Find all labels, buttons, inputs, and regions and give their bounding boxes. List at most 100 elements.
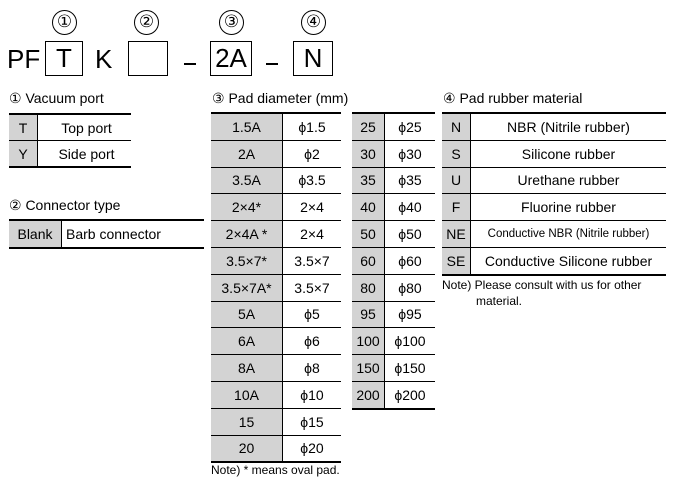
option-label: ϕ3.5 — [282, 166, 341, 194]
option-code: Y — [9, 140, 38, 167]
option-label: ϕ15 — [282, 407, 341, 436]
option-code: 95 — [352, 300, 385, 328]
option-code: 15 — [211, 407, 283, 436]
option-label: Conductive NBR (Nitrile rubber) — [470, 220, 666, 248]
option-label: Barb connector — [66, 226, 161, 242]
option-label: ϕ5 — [282, 300, 341, 328]
option-label: Side port — [37, 140, 131, 167]
option-code: 8A — [211, 354, 283, 382]
option-code: 100 — [352, 327, 385, 355]
option-code: 3.5×7A* — [211, 273, 283, 302]
table-row: Blank Barb connector — [9, 220, 204, 248]
option-code: 150 — [352, 354, 385, 382]
option-code: 20 — [211, 434, 283, 463]
option-label: ϕ30 — [384, 139, 435, 168]
option-code: 50 — [352, 220, 385, 248]
table-row: T Top port — [9, 113, 131, 141]
code-prefix: PF — [7, 44, 41, 74]
option-label: 3.5×7 — [282, 246, 341, 275]
oval-pad-note: Note) * means oval pad. — [211, 463, 340, 477]
option-label: Fluorine rubber — [470, 193, 666, 221]
option-label: Silicone rubber — [470, 139, 666, 168]
option-code: 25 — [352, 112, 385, 141]
vacuum-port-box: T — [45, 41, 83, 76]
option-label: ϕ35 — [384, 166, 435, 194]
option-code: Blank — [9, 220, 62, 248]
marker-2: ② — [134, 10, 159, 35]
option-label: ϕ8 — [282, 354, 341, 382]
option-code: 10A — [211, 380, 283, 409]
option-code: 2A — [211, 139, 283, 168]
option-code: 6A — [211, 327, 283, 355]
option-code: SE — [442, 246, 471, 275]
table-row: 2×4*2×4 — [211, 193, 341, 221]
option-label: ϕ50 — [384, 220, 435, 248]
rubber-material-title: ④ Pad rubber material — [443, 90, 583, 106]
option-label: 3.5×7 — [282, 273, 341, 302]
code-fixed-letter: K — [95, 44, 113, 74]
option-label: ϕ10 — [282, 380, 341, 409]
option-label: ϕ6 — [282, 327, 341, 355]
option-label: ϕ95 — [384, 300, 435, 328]
option-label: Top port — [37, 113, 131, 141]
table-row: Y Side port — [9, 140, 131, 167]
option-code: 2×4A * — [211, 220, 283, 248]
option-code: NE — [442, 220, 471, 248]
option-label: ϕ25 — [384, 112, 435, 141]
option-label: ϕ150 — [384, 354, 435, 382]
option-code: 1.5A — [211, 112, 283, 141]
option-code: F — [442, 193, 471, 221]
option-code: S — [442, 139, 471, 168]
option-code: 5A — [211, 300, 283, 328]
option-label: NBR (Nitrile rubber) — [470, 112, 666, 141]
separator-dash — [184, 63, 196, 65]
option-code: 30 — [352, 139, 385, 168]
option-code: 40 — [352, 193, 385, 221]
option-code: U — [442, 166, 471, 194]
marker-1: ① — [52, 10, 77, 35]
option-label: ϕ1.5 — [282, 112, 341, 141]
option-label: 2×4 — [282, 193, 341, 221]
option-code: 80 — [352, 273, 385, 302]
option-code: T — [9, 113, 38, 141]
option-label: ϕ40 — [384, 193, 435, 221]
option-code: 35 — [352, 166, 385, 194]
pad-diameter-box: 2A — [210, 41, 252, 76]
connector-type-title: ② Connector type — [9, 197, 121, 213]
material-note-line1: Note) Please consult with us for other — [442, 278, 642, 292]
option-label: 2×4 — [282, 220, 341, 248]
option-code: 60 — [352, 246, 385, 275]
option-label: ϕ100 — [384, 327, 435, 355]
pad-diameter-title: ③ Pad diameter (mm) — [212, 90, 349, 106]
option-code: 3.5A — [211, 166, 283, 194]
option-label: ϕ2 — [282, 139, 341, 168]
option-label: ϕ200 — [384, 380, 435, 409]
connector-type-table: Blank Barb connector — [9, 219, 204, 249]
option-label: Urethane rubber — [470, 166, 666, 194]
